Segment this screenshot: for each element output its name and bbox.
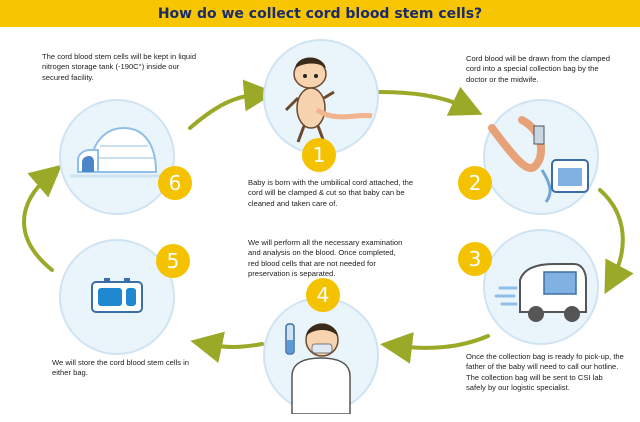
courier-van-illustration [483, 229, 599, 345]
arrow-3-to-4 [380, 331, 490, 364]
arrow-1-to-2 [376, 86, 483, 116]
step-5-number: 5 [156, 244, 190, 278]
step-2-illustration [482, 98, 600, 216]
title-banner: How do we collect cord blood stem cells? [0, 0, 640, 27]
step-5-illustration [58, 238, 176, 356]
step-4-description: We will perform all the necessary examin… [248, 238, 403, 279]
step-2-number: 2 [458, 166, 492, 200]
arrow-6-to-1 [188, 79, 276, 130]
step-3-illustration [482, 228, 600, 346]
lab-scientist-illustration [263, 297, 379, 415]
step-6-description: The cord blood stem cells will be kept i… [42, 52, 197, 82]
step-3-description: Once the collection bag is ready fo pick… [466, 352, 624, 393]
arrow-2-to-3 [598, 188, 634, 295]
step-4-illustration [262, 296, 380, 415]
cord-blood-collection-bag-illustration [483, 99, 599, 215]
step-6-number: 6 [158, 166, 192, 200]
storage-bag-illustration [59, 239, 175, 355]
arrow-4-to-5 [190, 331, 264, 363]
arrow-5-to-6 [22, 164, 63, 272]
step-6-illustration [58, 98, 176, 216]
step-2-description: Cord blood will be drawn from the clampe… [466, 54, 610, 84]
step-1-number: 1 [302, 138, 336, 172]
step-4-number: 4 [306, 278, 340, 312]
igloo-storage-tank-illustration [59, 99, 175, 215]
step-3-number: 3 [458, 242, 492, 276]
step-5-description: We will store the cord blood stem cells … [52, 358, 190, 378]
page-title: How do we collect cord blood stem cells? [157, 5, 483, 22]
step-1-description: Baby is born with the umbilical cord att… [248, 178, 414, 208]
